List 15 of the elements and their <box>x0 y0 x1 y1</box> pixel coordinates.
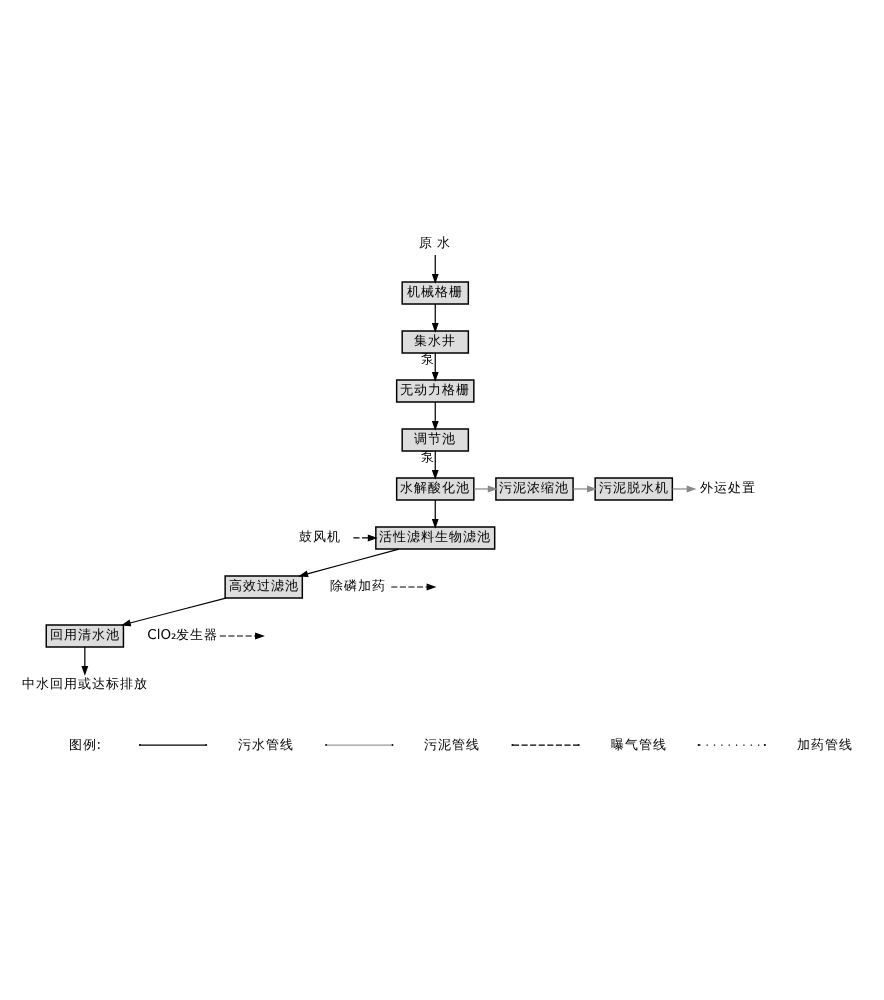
arrow <box>431 303 439 333</box>
arrow <box>671 485 697 493</box>
arrow <box>431 450 439 480</box>
arrow <box>81 646 89 676</box>
arrow <box>431 254 439 284</box>
arrow <box>431 499 439 529</box>
arrow <box>298 548 400 578</box>
arrow <box>352 534 378 542</box>
arrow <box>120 597 227 627</box>
arrow <box>431 352 439 382</box>
arrow <box>473 485 498 493</box>
arrow <box>219 632 265 640</box>
arrow <box>390 583 437 591</box>
arrow <box>572 485 597 493</box>
arrow <box>431 401 439 431</box>
